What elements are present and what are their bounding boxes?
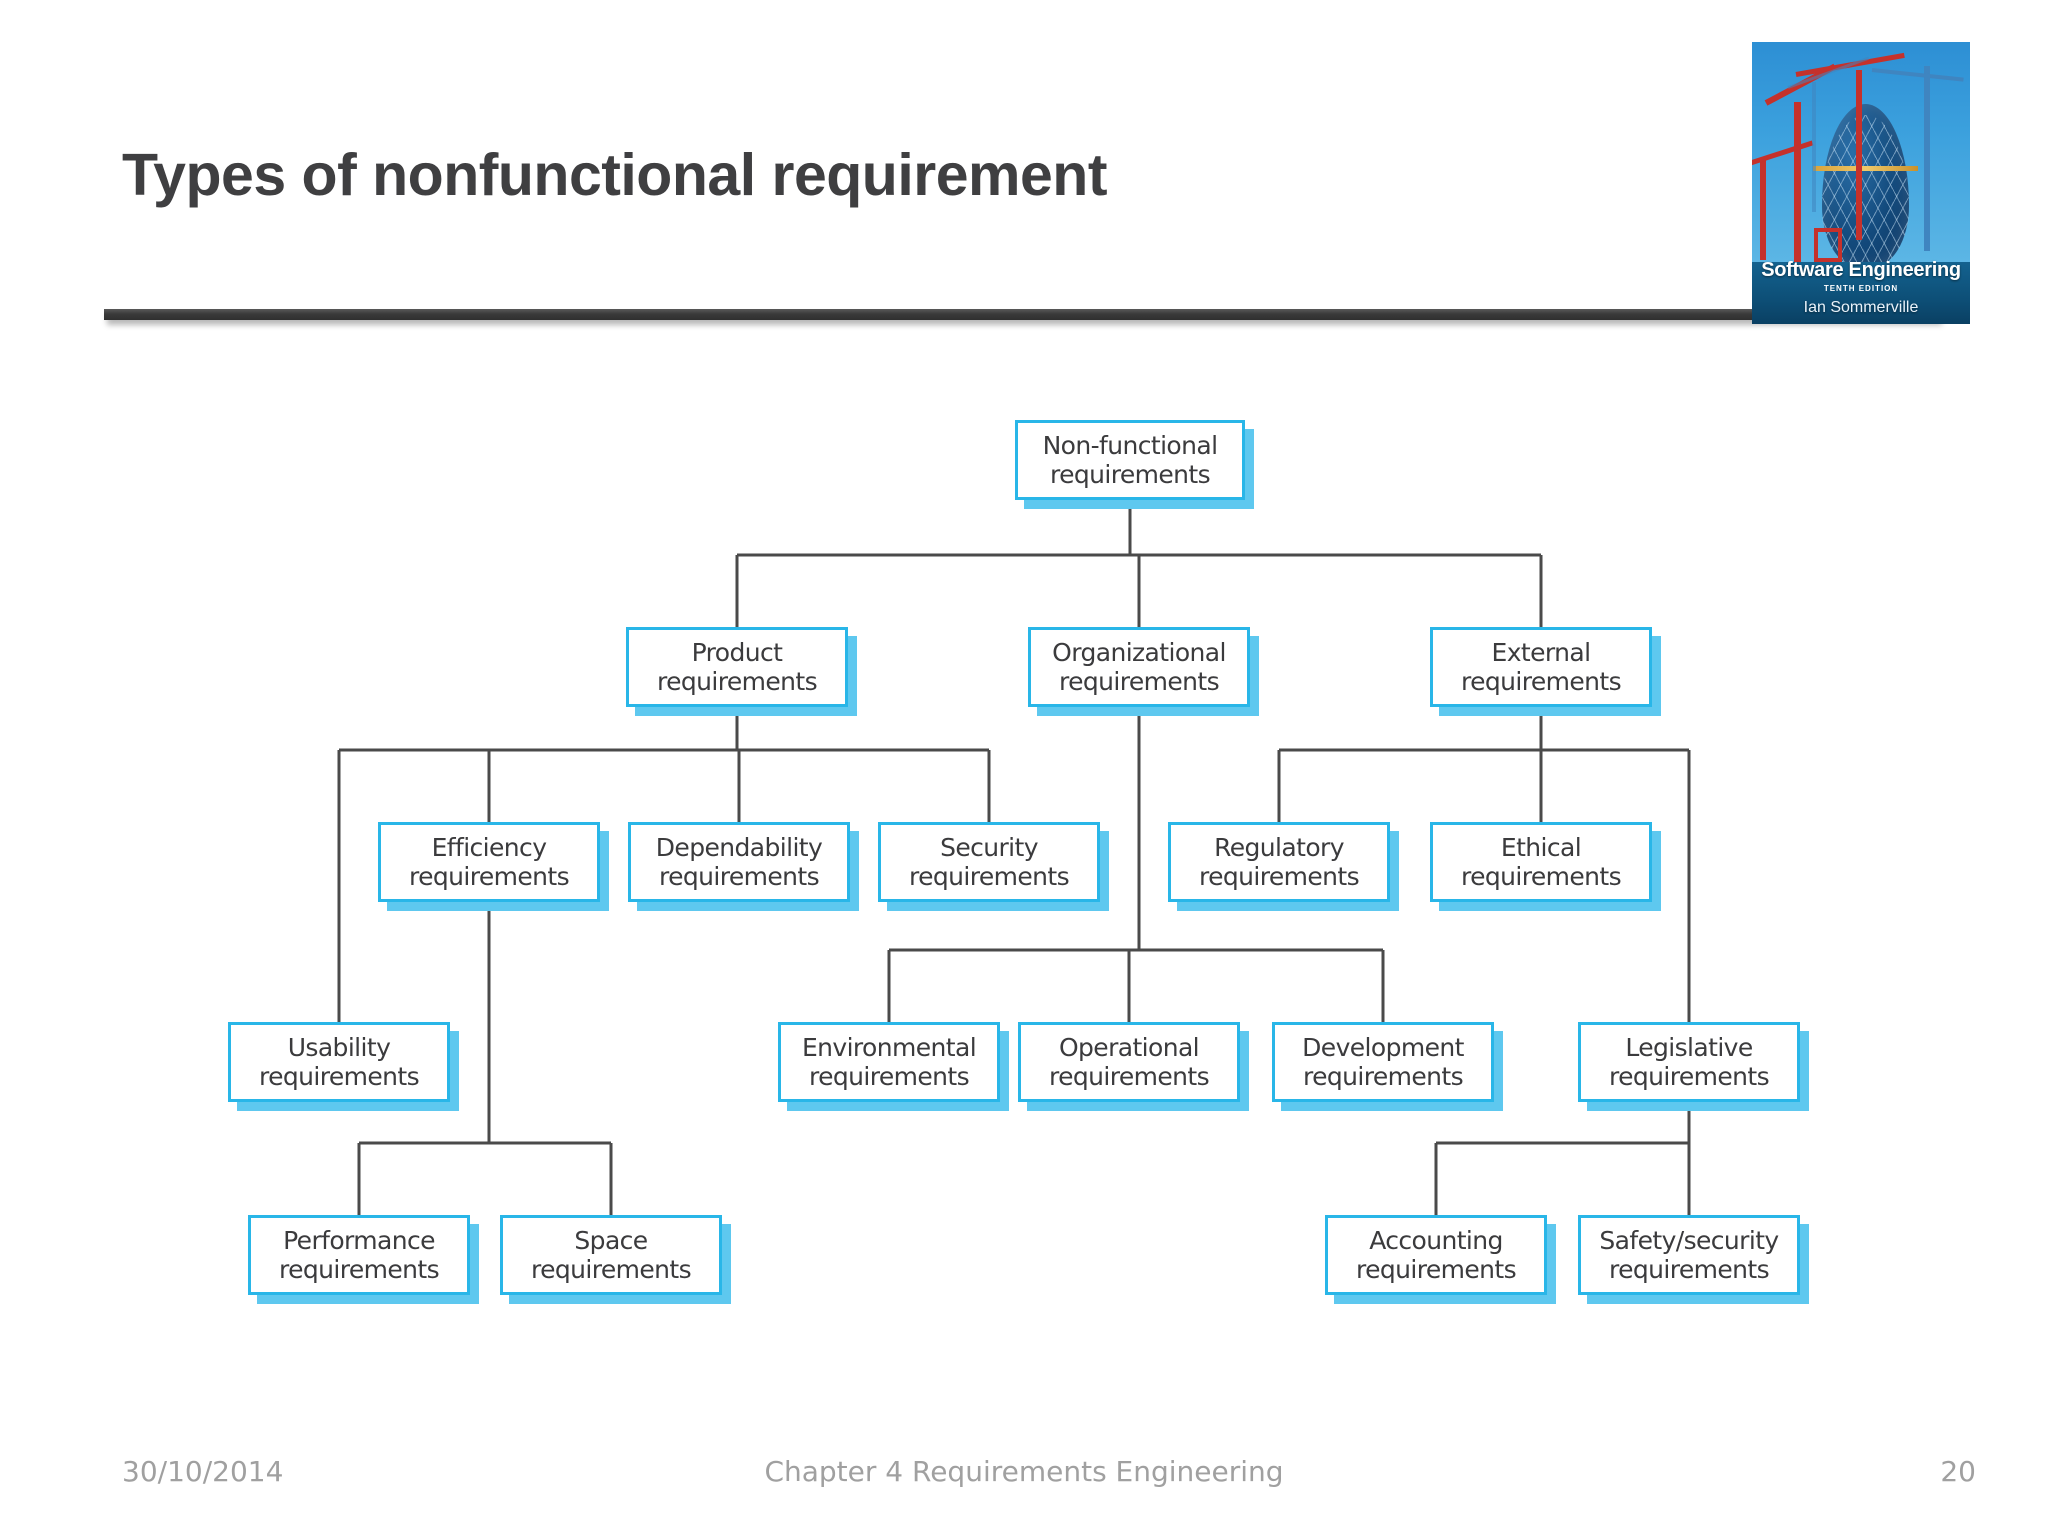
- node-label-line2: requirements: [1302, 1062, 1464, 1091]
- node-label-line1: Legislative: [1625, 1032, 1753, 1062]
- node-label-line1: Regulatory: [1214, 832, 1344, 862]
- node-label-line2: requirements: [278, 1255, 440, 1284]
- cover-crane-red-mast-2: [1760, 160, 1766, 260]
- node-label-line1: Product: [691, 637, 783, 667]
- page-title: Types of nonfunctional requirement: [122, 142, 1107, 208]
- node-label-line2: requirements: [658, 862, 820, 891]
- node-label-line1: Safety/security: [1599, 1225, 1779, 1255]
- node-label-line2: requirements: [808, 1062, 970, 1091]
- node-label-line2: requirements: [1058, 667, 1220, 696]
- cover-crane-red-hook: [1814, 228, 1842, 262]
- node-label-line1: Space: [574, 1225, 648, 1255]
- node-label-line1: Non-functional: [1042, 430, 1218, 460]
- node-label-line2: requirements: [1608, 1255, 1770, 1284]
- node-label-line2: requirements: [258, 1062, 420, 1091]
- cover-crane-blue-mast-2: [1812, 82, 1816, 212]
- cover-crane-red-mast-3: [1856, 70, 1862, 240]
- node-label-line1: Development: [1302, 1032, 1464, 1062]
- cover-gherkin-building: [1821, 104, 1909, 268]
- node-label-line2: requirements: [1460, 667, 1622, 696]
- cover-band: [1752, 261, 1970, 324]
- cover-gherkin-mesh: [1821, 115, 1909, 268]
- cover-deck: [1813, 166, 1918, 172]
- node-label-line1: Ethical: [1500, 832, 1582, 862]
- node-label-line1: Performance: [283, 1225, 435, 1255]
- node-label-line2: requirements: [408, 862, 570, 891]
- node-label-line1: Organizational: [1052, 637, 1226, 667]
- node-label-line2: requirements: [1198, 862, 1360, 891]
- cover-title: Software Engineering: [1761, 259, 1961, 281]
- cover-crane-blue-mast-1: [1924, 66, 1930, 251]
- node-label-line2: requirements: [908, 862, 1070, 891]
- node-label-line2: requirements: [1049, 460, 1211, 489]
- title-divider: [104, 309, 1939, 320]
- cover-crane-red-mast-1: [1794, 102, 1801, 262]
- node-label-line1: Environmental: [801, 1032, 977, 1062]
- footer-chapter: Chapter 4 Requirements Engineering: [764, 1455, 1284, 1488]
- node-label-line1: Accounting: [1369, 1225, 1503, 1255]
- book-cover-image: Software Engineering TENTH EDITION Ian S…: [1752, 42, 1970, 324]
- footer-page-number: 20: [1940, 1455, 1976, 1488]
- cover-author: Ian Sommerville: [1803, 299, 1919, 316]
- node-label-line1: Dependability: [655, 832, 823, 862]
- node-label-line1: Efficiency: [431, 832, 547, 862]
- node-label-line1: External: [1491, 637, 1592, 667]
- node-label-line1: Usability: [287, 1032, 391, 1062]
- footer-date: 30/10/2014: [122, 1455, 284, 1488]
- cover-edition: TENTH EDITION: [1823, 284, 1899, 293]
- node-label-line1: Operational: [1058, 1032, 1200, 1062]
- node-label-line2: requirements: [656, 667, 818, 696]
- node-label-line2: requirements: [1355, 1255, 1517, 1284]
- node-label-line2: requirements: [1460, 862, 1622, 891]
- node-label-line1: Security: [940, 832, 1038, 862]
- node-label-line2: requirements: [1608, 1062, 1770, 1091]
- node-label-line2: requirements: [530, 1255, 692, 1284]
- node-label-line2: requirements: [1048, 1062, 1210, 1091]
